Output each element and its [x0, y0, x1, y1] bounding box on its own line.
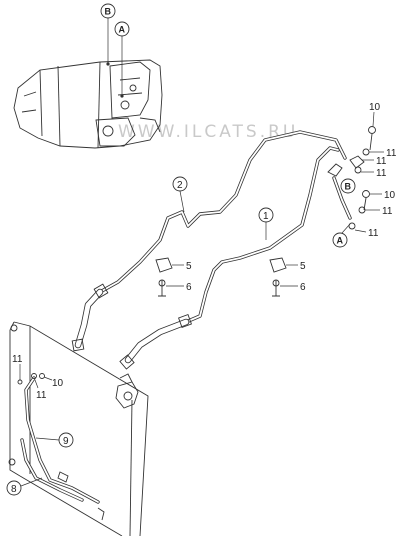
radiator — [8, 321, 149, 536]
svg-text:10: 10 — [52, 378, 64, 389]
label-10-mid: 10 — [370, 190, 396, 201]
label-5-left: 5 — [172, 261, 192, 272]
callout-a-top: A — [114, 21, 130, 98]
clamp-bracket-right — [269, 257, 287, 297]
label-5-right: 5 — [286, 261, 306, 272]
label-8: 8 — [6, 477, 43, 496]
svg-text:11: 11 — [36, 390, 47, 401]
label-2: 2 — [172, 176, 188, 213]
svg-text:5: 5 — [186, 261, 192, 272]
svg-text:11: 11 — [376, 168, 387, 179]
svg-text:B: B — [105, 7, 112, 17]
label-11-c: 11 — [361, 168, 387, 179]
radiator-cooler-lines — [17, 373, 100, 504]
callout-a-right: A — [332, 223, 351, 248]
label-10-top: 10 — [369, 102, 381, 127]
transmission-assembly — [13, 59, 163, 149]
label-11-left2: 11 — [34, 379, 47, 401]
svg-text:10: 10 — [384, 190, 396, 201]
label-10-left: 10 — [43, 376, 64, 389]
clamp-bracket-left — [155, 257, 173, 297]
svg-text:A: A — [119, 25, 126, 35]
label-9: 9 — [35, 432, 74, 448]
oil-cooler-pipe-1 — [119, 146, 340, 370]
oil-cooler-pipe-2 — [71, 130, 347, 352]
label-1: 1 — [258, 207, 274, 240]
svg-text:11: 11 — [12, 354, 23, 365]
svg-text:10: 10 — [369, 102, 381, 113]
callout-b-right: B — [340, 178, 356, 194]
label-11-left1: 11 — [12, 354, 23, 380]
svg-text:6: 6 — [186, 282, 192, 293]
svg-text:11: 11 — [376, 156, 387, 167]
svg-text:11: 11 — [386, 148, 397, 159]
label-11-a: 11 — [369, 148, 397, 159]
transmission-fittings-right — [327, 126, 376, 230]
svg-text:8: 8 — [11, 484, 17, 495]
label-11-b: 11 — [362, 156, 387, 167]
label-6-right: 6 — [280, 282, 306, 293]
label-6-left: 6 — [166, 282, 192, 293]
label-11-e: 11 — [354, 228, 379, 239]
svg-text:9: 9 — [63, 436, 69, 447]
label-11-d: 11 — [365, 206, 393, 217]
svg-text:B: B — [345, 182, 352, 192]
svg-text:A: A — [337, 236, 344, 246]
svg-text:11: 11 — [382, 206, 393, 217]
watermark: WWW.ILCATS.RU — [118, 122, 298, 142]
svg-text:5: 5 — [300, 261, 306, 272]
svg-text:2: 2 — [177, 180, 183, 191]
svg-text:11: 11 — [368, 228, 379, 239]
svg-text:1: 1 — [263, 211, 269, 222]
callout-b-top: B — [100, 3, 116, 66]
svg-text:6: 6 — [300, 282, 306, 293]
